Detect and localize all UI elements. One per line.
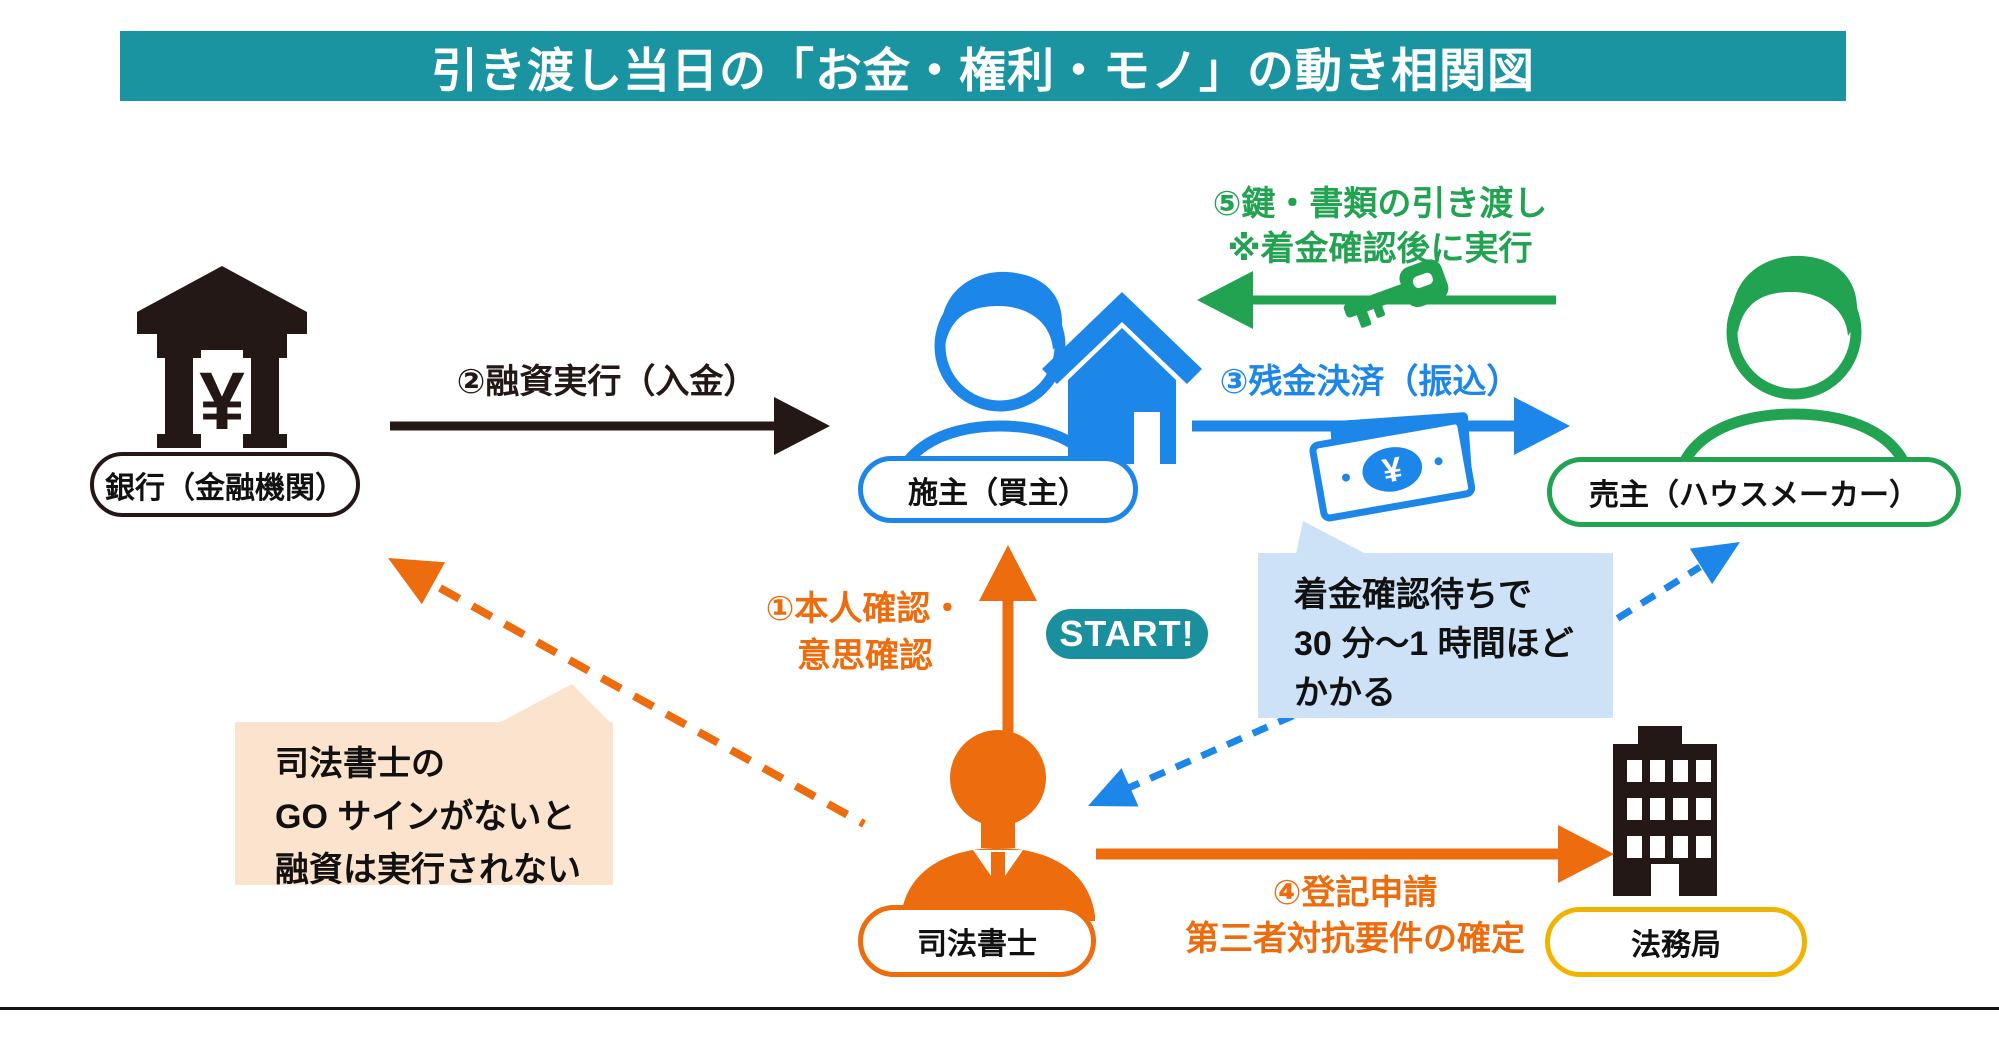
key-icon [1343,259,1449,328]
buyer-label-pill: 施主（買主） [858,456,1138,523]
go-sign-note-box: 司法書士の GO サインがないと 融資は実行されない [235,722,613,889]
seller-label-pill: 売主（ハウスメーカー） [1547,457,1961,527]
wait-note-box: 着金確認待ちで 30 分〜1 時間ほど かかる [1258,553,1613,718]
bank-label: 銀行（金融機関） [105,471,345,505]
buyer-label: 施主（買主） [908,476,1088,510]
bureau-building-icon [1613,726,1717,896]
step1-label: ①本人確認・ 意思確認 [765,590,965,675]
step5-arrow [1197,271,1556,329]
step5-label: ⑤鍵・書類の引き渡し ※着金確認後に実行 [1212,185,1548,268]
page-title: 引き渡し当日の「お金・権利・モノ」の動き相関図 [431,43,1535,97]
step4-label: ④登記申請 第三者対抗要件の確定 [1185,874,1525,958]
seller-label: 売主（ハウスメーカー） [1589,479,1919,512]
bank-label-pill: 銀行（金融機関） [90,452,360,517]
money-icon: ¥ [1309,412,1476,522]
step2-arrow [390,397,830,455]
step1-arrow [979,545,1037,736]
wait-note-pointer [1296,521,1366,554]
bureau-label-pill: 法務局 [1545,907,1807,977]
scrivener-label: 司法書士 [917,928,1037,961]
start-badge: START! [1046,609,1208,659]
go-note-pointer [497,684,612,724]
step3-label: ③残金決済（振込） [1219,363,1521,401]
bureau-label: 法務局 [1631,929,1721,962]
house-icon [1042,292,1202,464]
bank-icon: ¥ [137,266,307,448]
confirm-dashed-arrow-to-seller [1568,542,1740,651]
go-sign-dashed-arrow [388,558,866,828]
confirm-dashed-arrow-to-scrivener [1088,678,1372,807]
step4-arrow [1096,825,1614,883]
step2-label: ②融資実行（入金） [456,363,758,401]
scrivener-label-pill: 司法書士 [858,905,1096,977]
yen-symbol: ¥ [199,356,245,447]
bottom-divider [0,1007,1999,1010]
title-bar: 引き渡し当日の「お金・権利・モノ」の動き相関図 [120,31,1846,101]
scrivener-person-icon [901,730,1095,921]
